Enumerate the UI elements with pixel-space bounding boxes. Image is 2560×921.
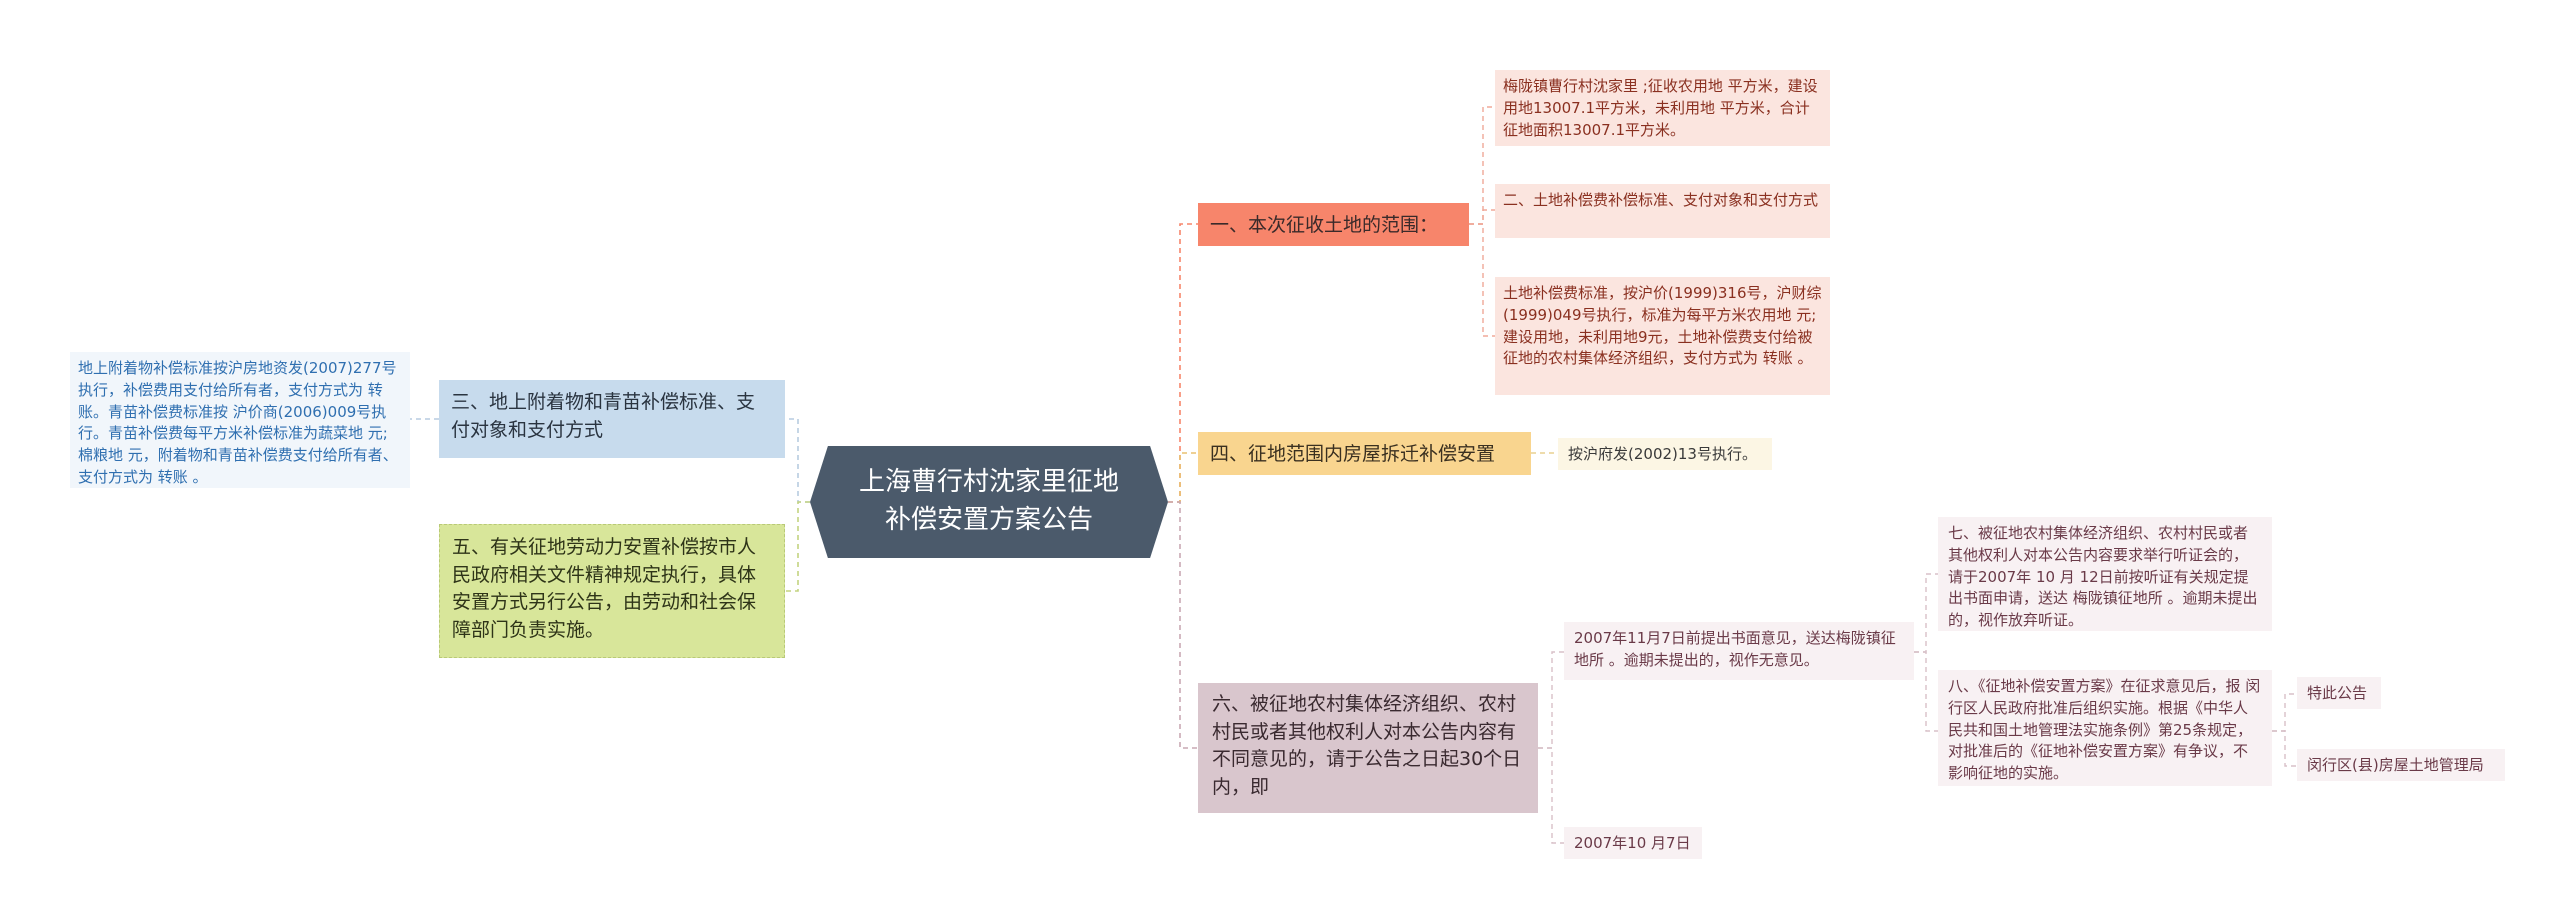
connector-root-b1 <box>1168 223 1198 503</box>
leaf-land-compensation-standard[interactable]: 土地补偿费标准，按沪价(1999)316号，沪财综(1999)049号执行，标准… <box>1495 277 1830 395</box>
connector-b6-leaf2 <box>1538 747 1564 844</box>
connector-b1-leaf2 <box>1469 209 1495 225</box>
connector-b6leaf1-sub1 <box>1914 573 1938 653</box>
leaf-plan-approval[interactable]: 八、《征地补偿安置方案》在征求意见后，报 闵行区人民政府批准后组织实施。根据《中… <box>1938 670 2272 786</box>
connector-b6-leaf1 <box>1538 651 1564 749</box>
connector-b1-leaf1 <box>1469 106 1495 225</box>
connector-b1-leaf3 <box>1469 223 1495 337</box>
connector-root-b3 <box>785 418 810 503</box>
connector-sub2-final1 <box>2272 693 2297 732</box>
leaf-attachment-standard[interactable]: 地上附着物补偿标准按沪房地资发(2007)277号执行，补偿费用支付给所有者，支… <box>70 352 410 488</box>
branch-objection-period[interactable]: 六、被征地农村集体经济组织、农村村民或者其他权利人对本公告内容有不同意见的，请于… <box>1198 683 1538 813</box>
leaf-hearing-request[interactable]: 七、被征地农村集体经济组织、农村村民或者其他权利人对本公告内容要求举行听证会的，… <box>1938 517 2272 631</box>
leaf-announcement-date[interactable]: 2007年10 月7日 <box>1564 827 1702 859</box>
connector-root-b5 <box>785 501 810 592</box>
leaf-special-notice[interactable]: 特此公告 <box>2297 677 2381 709</box>
connector-root-b4 <box>1168 452 1198 503</box>
leaf-house-regulation[interactable]: 按沪府发(2002)13号执行。 <box>1558 438 1772 470</box>
connector-root-b6 <box>1168 501 1198 749</box>
connector-sub2-final2 <box>2272 730 2297 767</box>
branch-attachment-compensation[interactable]: 三、地上附着物和青苗补偿标准、支付对象和支付方式 <box>439 380 785 458</box>
branch-labor-resettlement[interactable]: 五、有关征地劳动力安置补偿按市人民政府相关文件精神规定执行，具体安置方式另行公告… <box>439 524 785 658</box>
root-node[interactable]: 上海曹行村沈家里征地补偿安置方案公告 <box>810 446 1168 558</box>
connector-b6leaf1-sub2 <box>1914 651 1938 732</box>
leaf-land-area[interactable]: 梅陇镇曹行村沈家里 ;征收农用地 平方米，建设用地13007.1平方米，未利用地… <box>1495 70 1830 146</box>
branch-land-scope[interactable]: 一、本次征收土地的范围： <box>1198 203 1469 246</box>
leaf-issuing-authority[interactable]: 闵行区(县)房屋土地管理局 <box>2297 749 2505 781</box>
leaf-compensation-standard-title[interactable]: 二、土地补偿费补偿标准、支付对象和支付方式 <box>1495 184 1830 238</box>
leaf-objection-deadline[interactable]: 2007年11月7日前提出书面意见，送达梅陇镇征地所 。逾期未提出的，视作无意见… <box>1564 622 1914 680</box>
root-title: 上海曹行村沈家里征地补偿安置方案公告 <box>858 467 1119 535</box>
branch-house-demolition[interactable]: 四、征地范围内房屋拆迁补偿安置 <box>1198 432 1531 475</box>
